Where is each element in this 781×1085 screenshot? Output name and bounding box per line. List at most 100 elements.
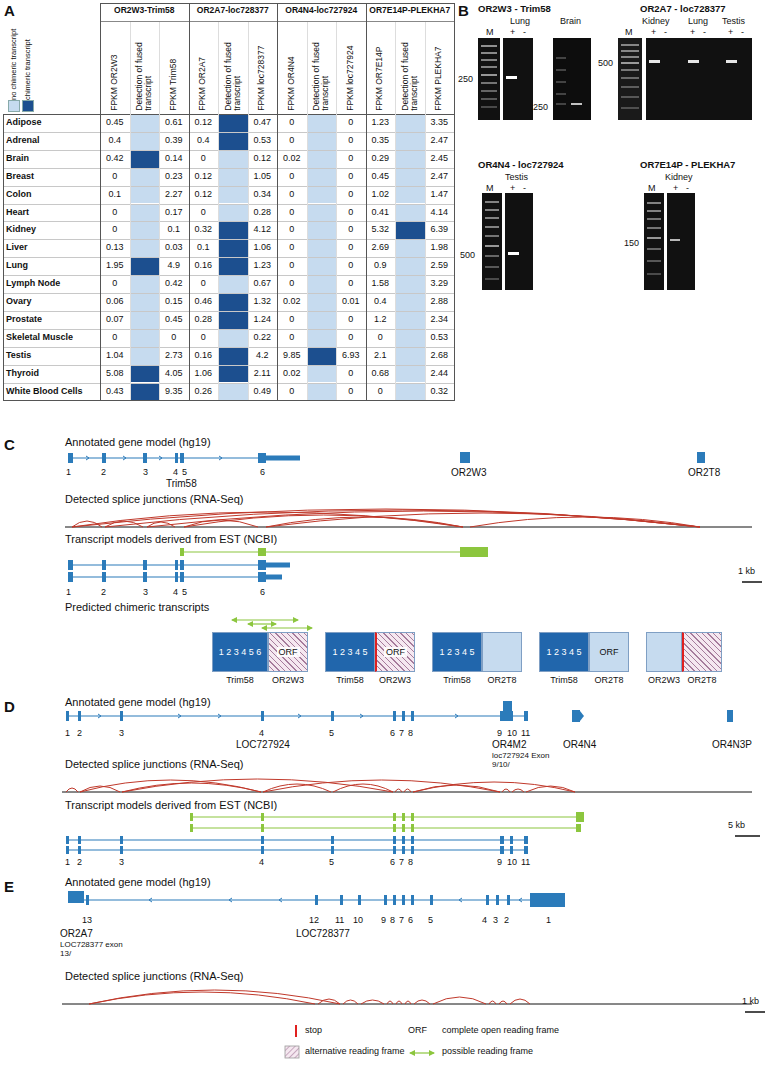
- gel-image: [481, 46, 497, 107]
- column-header: FPKM loc728377: [248, 23, 278, 111]
- est-transcripts: [258, 560, 266, 570]
- est-transcripts: [258, 548, 266, 556]
- splice-junctions: [510, 999, 530, 1004]
- exon-number: 11: [521, 857, 530, 867]
- tissue-name: Testis: [6, 350, 31, 360]
- gel-image: [478, 38, 500, 120]
- gene-name: Trim58: [432, 675, 482, 685]
- gel-image: [485, 266, 499, 267]
- detection-cell: [308, 330, 337, 347]
- detection-cell: [219, 187, 248, 204]
- fpkm-value: 2.73: [159, 350, 189, 360]
- fpkm-value: 0.12: [189, 171, 219, 181]
- splice-junctions: [72, 509, 700, 527]
- splice-junctions: [62, 779, 752, 792]
- gel-image: [485, 217, 499, 218]
- exon-block: 1 2 3 4 5 6: [212, 632, 268, 672]
- gel-image: [556, 104, 566, 105]
- exon-number: 5: [329, 857, 334, 867]
- section-title: Detected splice junctions (RNA-Seq): [65, 970, 244, 983]
- fpkm-value: 0: [277, 189, 307, 199]
- gene-name: LOC727924: [236, 739, 290, 751]
- exon-number: 2: [77, 728, 82, 738]
- gene-model: [340, 895, 343, 905]
- legend-text: alternative reading frame: [305, 1046, 405, 1056]
- est-transcripts: [261, 813, 264, 821]
- fpkm-value: 9.35: [159, 386, 189, 396]
- splice-junctions: [499, 1001, 507, 1004]
- est-transcripts: [258, 572, 266, 582]
- fpkm-value: 0.02: [277, 368, 307, 378]
- gel-label: ORF: [408, 1025, 427, 1035]
- tissue-name: Ovary: [6, 296, 32, 306]
- detection-cell: [396, 348, 425, 365]
- gel-label: 500: [598, 58, 613, 68]
- detection-cell: [308, 133, 337, 150]
- gene-name: Trim58: [539, 675, 589, 685]
- detection-cell: [131, 348, 160, 365]
- detection-cell: [396, 133, 425, 150]
- est-transcripts: [66, 849, 528, 850]
- detection-cell: [219, 366, 248, 383]
- splice-junctions: [433, 997, 486, 1004]
- gene-model: [86, 456, 89, 460]
- alternative-frame-block: ORF: [375, 632, 415, 672]
- est-transcripts: [402, 846, 405, 854]
- fpkm-value: 0: [277, 135, 307, 145]
- tissue-name: Colon: [6, 189, 32, 199]
- gel-image: [506, 76, 517, 79]
- splice-junctions: [105, 510, 700, 527]
- exon-number: 5: [182, 587, 187, 597]
- gel-image: [647, 218, 661, 219]
- exon-number: 3: [119, 857, 124, 867]
- table-rule: [159, 22, 160, 400]
- gene-model: [229, 898, 232, 902]
- splice-junctions: [413, 782, 575, 792]
- detection-cell: [131, 133, 160, 150]
- fpkm-value: 2.68: [425, 350, 455, 360]
- est-transcripts: [190, 827, 580, 828]
- fpkm-value: 0: [100, 171, 130, 181]
- gel-image: [621, 62, 639, 63]
- exon-numbers: 1 2 3 4 5: [332, 647, 367, 657]
- gel-image: [481, 98, 497, 99]
- fpkm-value: 0.1: [159, 224, 189, 234]
- exon-numbers: 1 2 3 4 5 6: [219, 647, 262, 657]
- detection-cell: [308, 222, 337, 239]
- detection-cell: [396, 384, 425, 401]
- gel-image: [478, 38, 752, 290]
- gene-name: Trim58: [325, 675, 375, 685]
- detection-cell: [219, 205, 248, 222]
- chimeric-transcript: 1 2 3 4 5Trim58OR2T8: [432, 632, 522, 685]
- gel-label: +: [673, 183, 678, 193]
- reading-frame-arrows: [232, 620, 312, 628]
- exon-number: 5: [329, 728, 334, 738]
- est-transcripts: [190, 813, 193, 821]
- gel-label: Lung: [510, 16, 530, 26]
- gel-image: [646, 38, 752, 120]
- fpkm-value: 2.27: [159, 189, 189, 199]
- fpkm-value: 0: [100, 278, 130, 288]
- tissue-name: Adipose: [6, 117, 42, 127]
- exon-number: 6: [390, 728, 395, 738]
- fpkm-value: 0.29: [366, 153, 396, 163]
- fpkm-value: 1.98: [425, 242, 455, 252]
- exon-number: 1: [65, 728, 70, 738]
- fpkm-value: 1.58: [366, 278, 396, 288]
- fpkm-value: 0.32: [425, 386, 455, 396]
- est-transcripts: [78, 836, 81, 844]
- panel-letter: D: [4, 698, 15, 715]
- exon-number: 9: [497, 728, 502, 738]
- fpkm-value: 2.34: [425, 314, 455, 324]
- fpkm-value: 0.26: [189, 386, 219, 396]
- gel-title: OR7E14P - PLEKHA7: [640, 160, 735, 171]
- gel-label: Kidney: [665, 172, 693, 182]
- fpkm-value: 1.24: [248, 314, 278, 324]
- exon-number: 7: [399, 915, 404, 925]
- tissue-name: Skeletal Muscle: [6, 332, 73, 342]
- est-transcripts: [102, 560, 106, 570]
- gene-model: [524, 711, 528, 721]
- gel-image: [670, 239, 680, 241]
- splice-junctions: [361, 1000, 384, 1004]
- detection-cell: [308, 384, 337, 401]
